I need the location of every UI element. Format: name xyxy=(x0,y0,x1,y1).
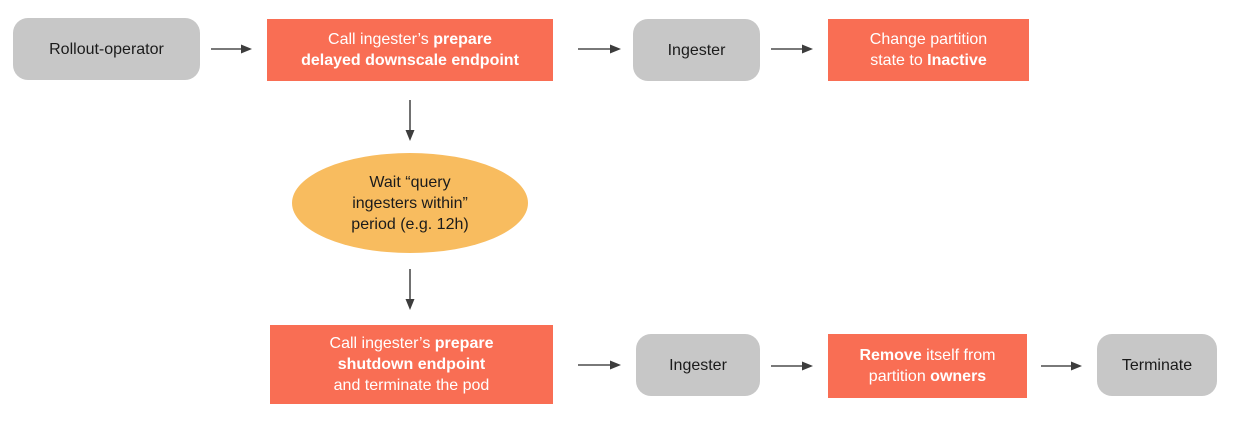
node-label: Rollout-operator xyxy=(49,40,164,58)
node-label: Ingester xyxy=(667,41,726,59)
node-label: Ingester xyxy=(669,356,727,374)
arrow-down-icon xyxy=(404,100,416,141)
arrow-right-icon xyxy=(578,43,621,55)
arrow-right-icon xyxy=(578,359,621,371)
arrow-right-icon xyxy=(771,43,813,55)
node-terminate: Terminate xyxy=(1097,334,1217,396)
arrow-right-icon xyxy=(1041,360,1082,372)
node-ingester-top: Ingester xyxy=(633,19,760,81)
node-rollout-operator: Rollout-operator xyxy=(13,18,200,80)
node-label: Terminate xyxy=(1121,356,1193,374)
node-ingester-bottom: Ingester xyxy=(636,334,760,396)
arrow-down-icon xyxy=(404,269,416,310)
arrow-right-icon xyxy=(211,43,252,55)
arrow-right-icon xyxy=(771,360,813,372)
